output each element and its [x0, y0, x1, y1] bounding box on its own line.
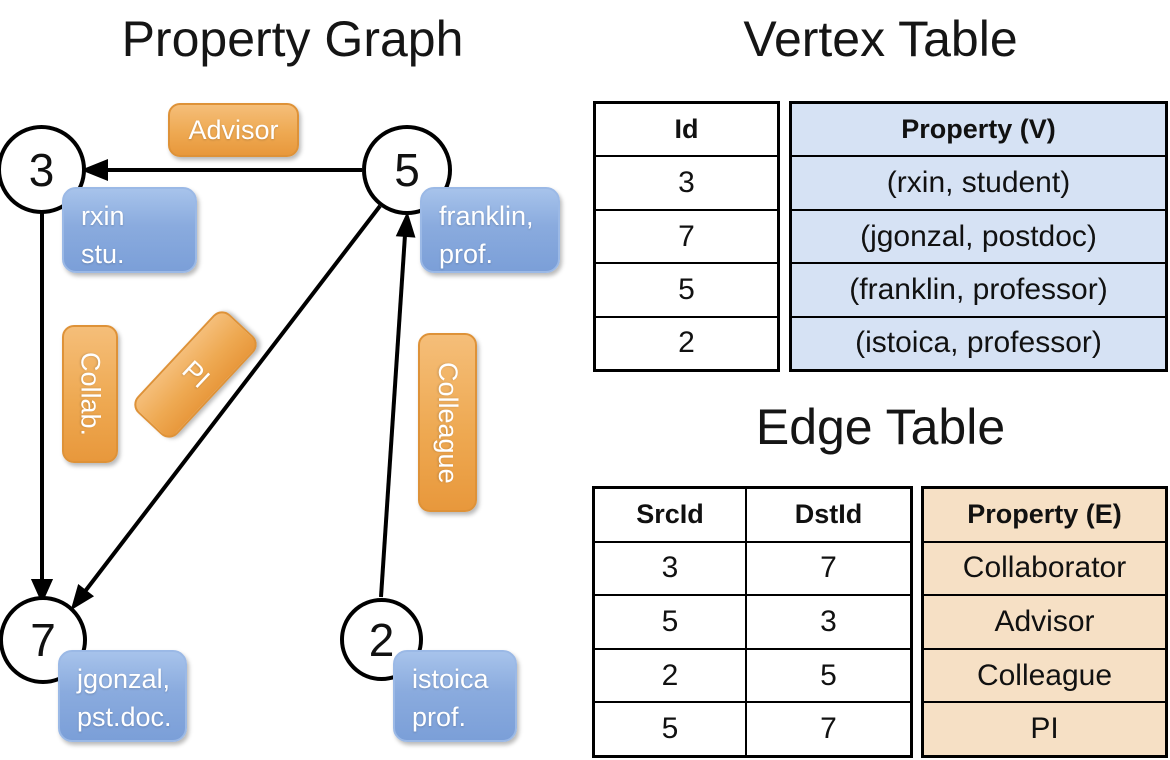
vertex-circle-2: 2 [340, 598, 423, 681]
vertex-property-line: prof. [439, 239, 494, 270]
edge-table-header-property: Property (E) [967, 499, 1122, 530]
arrowhead-2-5 [395, 211, 416, 238]
vertex-property-line: stu. [81, 239, 125, 270]
table-row: 2 5 [595, 647, 910, 702]
table-cell: 7 [820, 712, 837, 746]
edge-table-src-dst-columns: SrcId DstId 3 7 5 3 2 5 [592, 486, 913, 758]
vertex-table-header-property: Property (V) [901, 114, 1056, 145]
table-cell: Collaborator [924, 540, 1165, 595]
vertex-property-pill-jgonzal: jgonzal, pst.doc. [58, 650, 187, 742]
table-cell: PI [924, 701, 1165, 755]
edge-label-text: PI [176, 354, 216, 394]
edge-label-pill-collab: Collab. [62, 325, 118, 463]
table-cell: 3 [820, 604, 837, 638]
vertex-id-label: 3 [28, 143, 55, 196]
table-cell: 5 [595, 596, 747, 648]
edge-table-header-dstid: DstId [794, 499, 863, 530]
vertex-table-property-column: Property (V) (rxin, student) (jgonzal, p… [789, 101, 1168, 372]
vertex-id-label: 7 [30, 614, 56, 666]
edge-label-text: Collab. [75, 351, 106, 437]
vertex-table: Id 3 7 5 2 Property (V) (rxin, student) … [593, 101, 1168, 372]
arrowhead-5-7 [70, 584, 95, 611]
table-cell: 7 [596, 208, 777, 262]
table-cell: 5 [595, 703, 747, 755]
vertex-property-pill-rxin: rxin stu. [62, 187, 197, 273]
table-cell: 2 [596, 315, 777, 369]
vertex-id-label: 5 [394, 144, 420, 196]
vertex-circle-3: 3 [0, 125, 86, 214]
table-cell: (rxin, student) [792, 155, 1165, 208]
table-row: 5 7 [595, 701, 910, 755]
table-cell: 3 [595, 542, 747, 595]
edge-table-header-srcid: SrcId [595, 489, 747, 541]
edge-label-text: Advisor [188, 114, 279, 145]
vertex-table-header-id: Id [674, 114, 699, 145]
edge-table-title: Edge Table [755, 399, 1006, 455]
vertex-table-id-column: Id 3 7 5 2 [593, 101, 780, 372]
vertex-property-pill-franklin: franklin, prof. [420, 187, 560, 273]
table-row: 5 3 [595, 594, 910, 648]
edge-label-text: Colleague [433, 361, 463, 484]
vertex-property-line: rxin [81, 201, 125, 231]
vertex-table-title: Vertex Table [743, 11, 1018, 67]
vertex-property-line: istoica [412, 664, 489, 694]
vertex-property-line: jgonzal, [77, 664, 171, 694]
table-cell: Colleague [924, 647, 1165, 702]
arrowhead-5-3 [80, 159, 108, 181]
table-cell: 7 [820, 551, 837, 585]
table-cell: Advisor [924, 594, 1165, 648]
table-cell: 5 [820, 658, 837, 692]
table-row: 3 7 [595, 540, 910, 595]
vertex-property-line: franklin, [439, 201, 534, 231]
table-cell: (istoica, professor) [792, 315, 1165, 369]
edge-table-property-column: Property (E) Collaborator Advisor Collea… [921, 486, 1168, 758]
edge-label-pill-colleague: Colleague [418, 333, 477, 512]
edge-label-pill-advisor: Advisor [168, 103, 299, 157]
vertex-property-line: prof. [412, 702, 467, 733]
table-cell: (jgonzal, postdoc) [792, 208, 1165, 262]
edge-table-header-row: SrcId DstId [595, 489, 910, 541]
table-cell: 2 [595, 649, 747, 702]
property-graph-title: Property Graph [121, 11, 464, 67]
edge-line-5-7 [81, 204, 382, 596]
edge-line-2-5 [379, 234, 407, 598]
graph-edges-arrows [30, 159, 416, 611]
table-cell: 5 [596, 262, 777, 315]
edge-table: SrcId DstId 3 7 5 3 2 5 [592, 486, 1168, 758]
table-cell: (franklin, professor) [792, 262, 1165, 315]
arrowhead-3-7 [30, 579, 54, 604]
vertex-id-label: 2 [368, 613, 395, 666]
table-cell: 3 [596, 155, 777, 208]
vertex-property-pill-istoica: istoica prof. [393, 650, 517, 742]
vertex-property-line: pst.doc. [77, 702, 172, 733]
